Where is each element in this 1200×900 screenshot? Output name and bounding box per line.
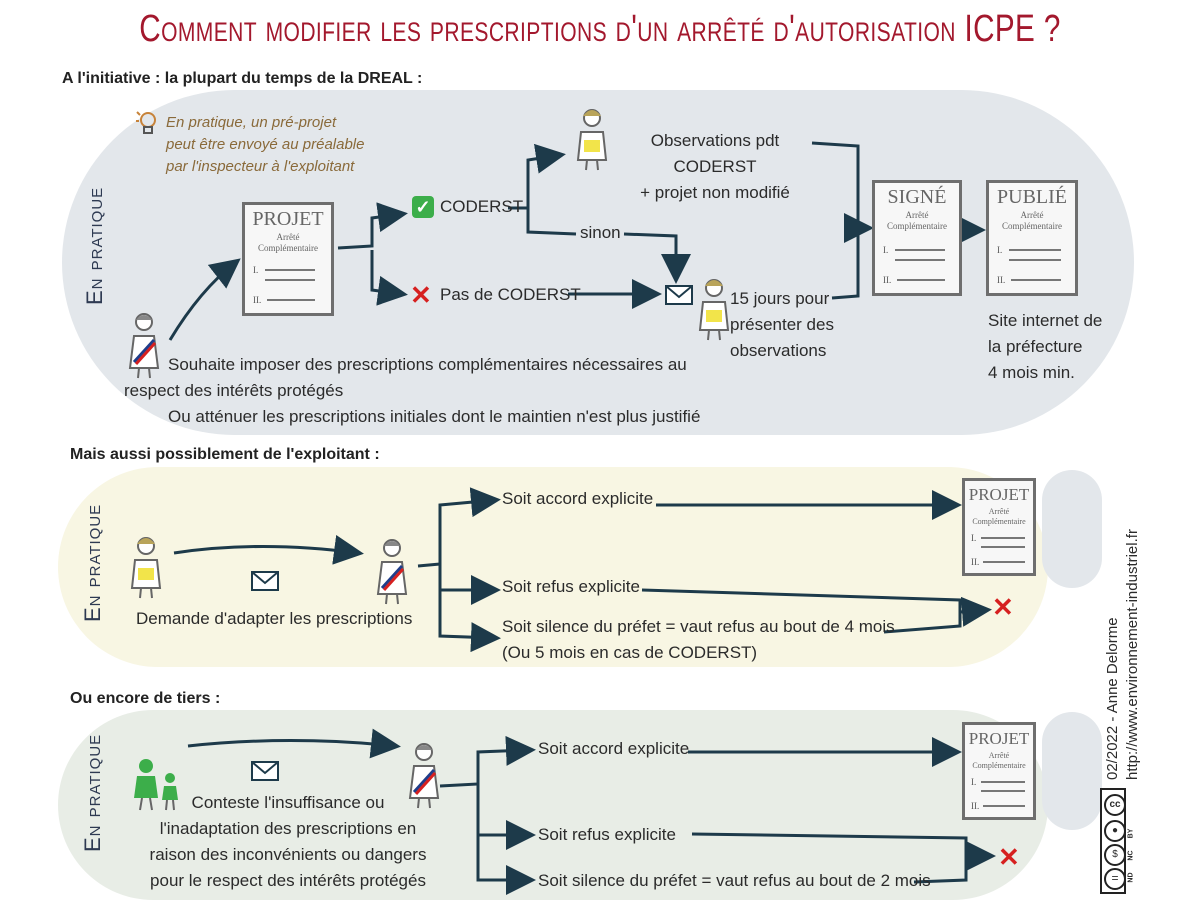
- exploitant-person-icon-3: [130, 537, 162, 599]
- envelope-icon: [665, 285, 693, 305]
- contest-text: Conteste l'insuffisance ou l'inadaptatio…: [149, 793, 427, 890]
- band-end-3: [1042, 712, 1102, 830]
- doc-projet-3: PROJET Arrêté Complémentaire I. II.: [962, 722, 1036, 820]
- accord-text-2: Soit accord explicite: [502, 489, 654, 508]
- exploitant-person-icon: [576, 109, 608, 171]
- check-icon: ✓: [412, 196, 434, 218]
- band-end-2: [1042, 470, 1102, 588]
- lightbulb-icon: [136, 111, 156, 134]
- silence-text-2b: (Ou 5 mois en cas de CODERST): [502, 643, 758, 662]
- prefet-person-icon-2: [376, 539, 408, 605]
- envelope-icon-3: [251, 761, 279, 781]
- envelope-icon-2: [251, 571, 279, 591]
- doc-projet-2: PROJET Arrêté Complémentaire I. II.: [962, 478, 1036, 576]
- prefet-person-icon-3: [408, 743, 440, 809]
- cross-icon-2: ✕: [992, 592, 1014, 622]
- accord-text-3: Soit accord explicite: [538, 739, 690, 758]
- cross-icon-3: ✕: [998, 842, 1020, 872]
- coderst-label: CODERST: [440, 197, 524, 216]
- cc-icon: cc: [1104, 794, 1126, 816]
- silence-text-2: Soit silence du préfet = vaut refus au b…: [502, 617, 895, 636]
- page-title: Comment modifier les prescriptions d'un …: [139, 8, 1061, 50]
- doc-projet-1: PROJET Arrêté Complémentaire I. II.: [242, 202, 334, 316]
- cross-icon: ✕: [410, 280, 432, 310]
- doc-signe: SIGNÉ Arrêté Complémentaire I. II.: [872, 180, 962, 296]
- band-exploitant: [58, 467, 1048, 667]
- nc-icon: $: [1104, 844, 1126, 866]
- by-icon: ●: [1104, 820, 1126, 842]
- website-link[interactable]: http://www.environnement-industriel.fr: [1124, 529, 1141, 780]
- request-text: Demande d'adapter les prescriptions: [136, 609, 413, 628]
- exploitant-person-icon-2: [698, 279, 730, 341]
- author-credit: 02/2022 - Anne Delorme: [1104, 617, 1121, 780]
- silence-text-3: Soit silence du préfet = vaut refus au b…: [538, 871, 931, 890]
- prefet-person-icon: [128, 313, 160, 379]
- tiers-people-icon: [134, 759, 178, 811]
- pas-coderst-label: Pas de CODERST: [440, 285, 581, 304]
- section-heading-exploitant: Mais aussi possiblement de l'exploitant …: [70, 446, 380, 463]
- desc-impose-2: respect des intérêts protégés: [124, 381, 344, 400]
- nd-icon: =: [1104, 868, 1126, 890]
- section-heading-dreal: A l'initiative : la plupart du temps de …: [62, 70, 423, 87]
- preprojet-note: En pratique, un pré-projet peut être env…: [166, 114, 365, 175]
- sinon-label: sinon: [580, 223, 621, 242]
- site-text: Site internet de la préfecture 4 mois mi…: [988, 311, 1103, 382]
- desc-attenuer: Ou atténuer les prescriptions initiales …: [168, 407, 701, 426]
- refus-text-3: Soit refus explicite: [538, 825, 676, 844]
- observations-text: Observations pdt CODERST + projet non mo…: [640, 131, 790, 202]
- license-codes: BY NC ND: [1127, 828, 1135, 883]
- desc-impose: Souhaite imposer des prescriptions compl…: [168, 355, 687, 374]
- section-heading-tiers: Ou encore de tiers :: [70, 690, 221, 707]
- doc-publie: PUBLIÉ Arrêté Complémentaire I. II.: [986, 180, 1078, 296]
- cc-license-badge: cc ● $ =: [1100, 788, 1126, 894]
- refus-text-2: Soit refus explicite: [502, 577, 640, 596]
- delay-text: 15 jours pour présenter des observations: [730, 289, 834, 360]
